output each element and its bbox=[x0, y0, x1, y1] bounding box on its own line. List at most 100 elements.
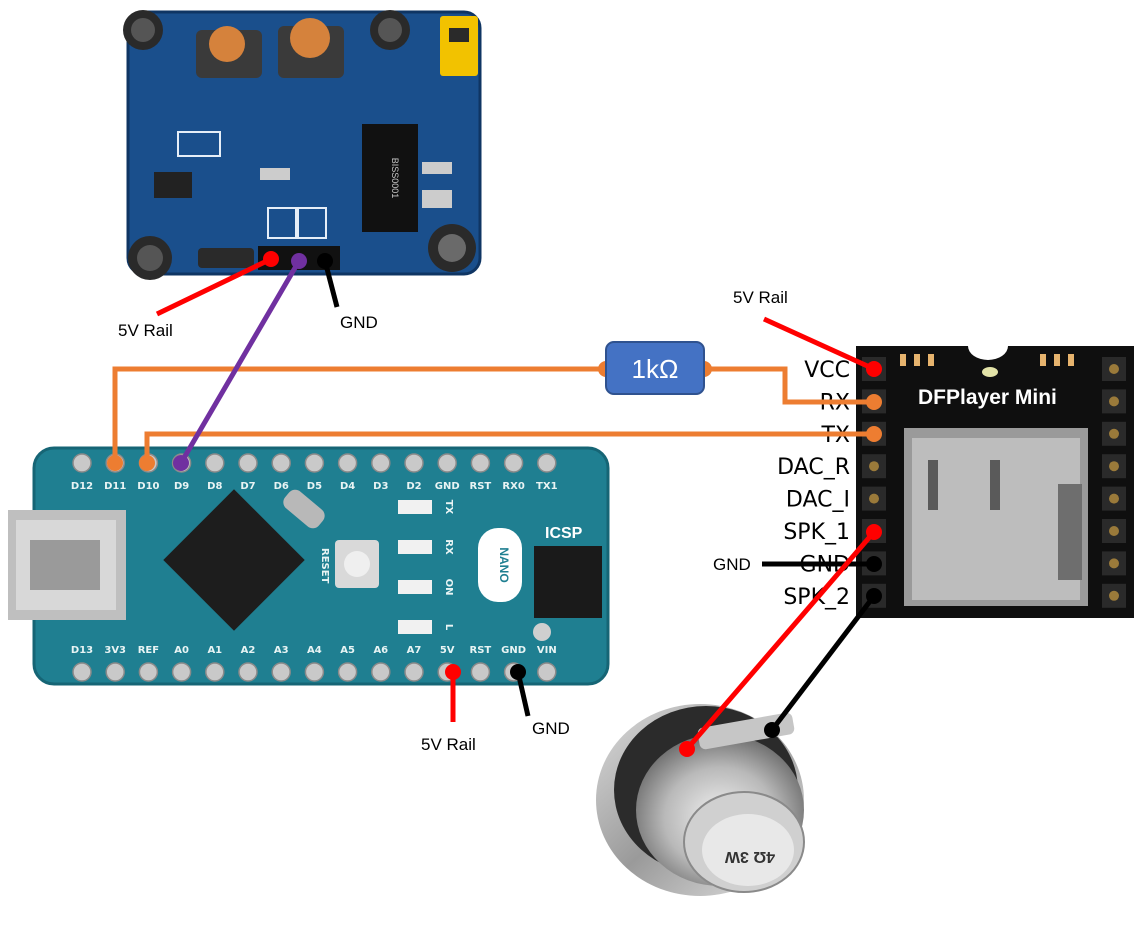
dfp-vcc-terminal bbox=[866, 361, 882, 377]
nano-bottom-pin bbox=[72, 662, 92, 682]
d9-terminal bbox=[173, 455, 189, 471]
icsp-label: ICSP bbox=[545, 525, 583, 542]
nano-top-pin-label: D12 bbox=[71, 481, 93, 492]
wire-dfp-vcc bbox=[762, 316, 876, 372]
dfp-tx-terminal bbox=[866, 426, 882, 442]
nano-top-pin bbox=[503, 453, 524, 473]
nano-5v-terminal bbox=[445, 664, 461, 680]
led-label: ON bbox=[443, 579, 454, 596]
nano-top-pin-label: D7 bbox=[240, 481, 255, 492]
nano-badge bbox=[478, 528, 522, 602]
icsp-header bbox=[534, 546, 602, 618]
nano-bottom-pin-label: VIN bbox=[537, 645, 557, 656]
nano-bottom-pin-label: RST bbox=[470, 645, 492, 656]
nano-bottom-pin bbox=[205, 662, 225, 682]
resistor: 1kΩ bbox=[605, 341, 705, 395]
pir-chip-label: BISS0001 bbox=[390, 158, 400, 199]
dfp-gnd-label: GND bbox=[713, 555, 751, 574]
nano-top-pin bbox=[238, 453, 258, 473]
nano-bottom-pin-label: A5 bbox=[340, 645, 355, 656]
pir-5v-rail-label: 5V Rail bbox=[118, 321, 173, 340]
nano-bottom-pin-label: D13 bbox=[71, 645, 93, 656]
pir-vcc-terminal bbox=[263, 251, 279, 267]
reset-label: RESET bbox=[319, 548, 330, 584]
nano-top-pin-label: D9 bbox=[174, 481, 189, 492]
dfplayer-right-header bbox=[1102, 357, 1126, 608]
nano-gnd-terminal bbox=[510, 664, 526, 680]
nano-top-pin-label: D10 bbox=[137, 481, 159, 492]
nano-bottom-pin-label: A4 bbox=[307, 645, 322, 656]
nano-5v-rail-label: 5V Rail bbox=[421, 735, 476, 754]
nano-top-pin bbox=[337, 453, 358, 473]
d10-terminal bbox=[139, 455, 155, 471]
dfp-spk1-terminal bbox=[866, 524, 882, 540]
jumper-icon bbox=[440, 16, 478, 76]
nano-bottom-pin bbox=[105, 662, 125, 682]
speaker-negative-terminal bbox=[764, 722, 780, 738]
nano-gnd-label: GND bbox=[532, 719, 570, 738]
nano-bottom-pin-label: 3V3 bbox=[104, 645, 126, 656]
nano-badge-label: NANO bbox=[497, 547, 511, 582]
nano-top-pin bbox=[271, 453, 291, 473]
nano-bottom-pin-label: A3 bbox=[274, 645, 289, 656]
wire-d11-to-resistor bbox=[112, 366, 606, 463]
nano-top-pin-label: RX0 bbox=[502, 481, 524, 492]
nano-top-pin bbox=[72, 453, 92, 473]
speaker: 4Ω 3W bbox=[596, 704, 805, 896]
nano-top-pin-label: D5 bbox=[307, 481, 322, 492]
dfplayer-title: DFPlayer Mini bbox=[918, 386, 1057, 409]
pir-out-terminal bbox=[291, 253, 307, 269]
wire-pir-vcc bbox=[155, 256, 273, 317]
nano-top-pin-label: D4 bbox=[340, 481, 355, 492]
nano-top-pin-label: D2 bbox=[406, 481, 421, 492]
wire-d10-to-tx bbox=[144, 431, 874, 463]
led-label: TX bbox=[443, 500, 454, 515]
pir-sensor-board: BISS0001 bbox=[123, 10, 482, 280]
nano-bottom-pin bbox=[470, 662, 491, 682]
nano-bottom-pin-label: A1 bbox=[207, 645, 222, 656]
resistor-body bbox=[605, 341, 705, 395]
pir-gnd-terminal bbox=[317, 253, 333, 269]
nano-bottom-pin bbox=[371, 662, 391, 682]
dfplayer-pin-label: DAC_R bbox=[777, 455, 850, 480]
nano-bottom-pin bbox=[537, 662, 557, 682]
dfp-rx-terminal bbox=[866, 394, 882, 410]
nano-bottom-pin bbox=[238, 662, 258, 682]
dfplayer-pin-label: DAC_I bbox=[786, 488, 850, 513]
d11-terminal bbox=[107, 455, 123, 471]
speaker-positive-terminal bbox=[679, 741, 695, 757]
wire-spk1-to-speaker bbox=[685, 530, 876, 751]
nano-top-pin-label: RST bbox=[470, 481, 492, 492]
nano-top-pin-label: TX1 bbox=[536, 481, 558, 492]
nano-top-pin bbox=[437, 453, 457, 473]
dfplayer-pin-label: SPK_1 bbox=[783, 520, 850, 545]
wire-resistor-to-rx bbox=[704, 366, 874, 405]
nano-top-pin-label: D11 bbox=[104, 481, 126, 492]
nano-top-pin bbox=[404, 453, 424, 473]
wire-pir-out-to-d9 bbox=[178, 259, 302, 465]
nano-top-pin-label: D6 bbox=[274, 481, 289, 492]
nano-bottom-pin-label: 5V bbox=[440, 645, 455, 656]
nano-bottom-pin-label: A6 bbox=[373, 645, 388, 656]
dfplayer-pin-label: VCC bbox=[804, 358, 850, 383]
nano-bottom-pin-label: REF bbox=[138, 645, 159, 656]
speaker-marking: 4Ω 3W bbox=[724, 848, 775, 865]
nano-top-pin bbox=[304, 453, 325, 473]
pir-gnd-label: GND bbox=[340, 313, 378, 332]
dfp-gnd-terminal bbox=[866, 556, 882, 572]
dfp-5v-rail-label: 5V Rail bbox=[733, 288, 788, 307]
nano-top-pin-label: D3 bbox=[373, 481, 388, 492]
nano-top-pin-label: D8 bbox=[207, 481, 222, 492]
led-label: RX bbox=[443, 539, 454, 555]
nano-top-pin bbox=[371, 453, 391, 473]
nano-bottom-pin bbox=[171, 662, 192, 682]
nano-bottom-pin bbox=[271, 662, 291, 682]
nano-top-pin-label: GND bbox=[435, 481, 460, 492]
nano-bottom-pin bbox=[337, 662, 358, 682]
pir-chip bbox=[362, 124, 418, 232]
nano-top-pin bbox=[537, 453, 557, 473]
nano-bottom-pin bbox=[304, 662, 325, 682]
